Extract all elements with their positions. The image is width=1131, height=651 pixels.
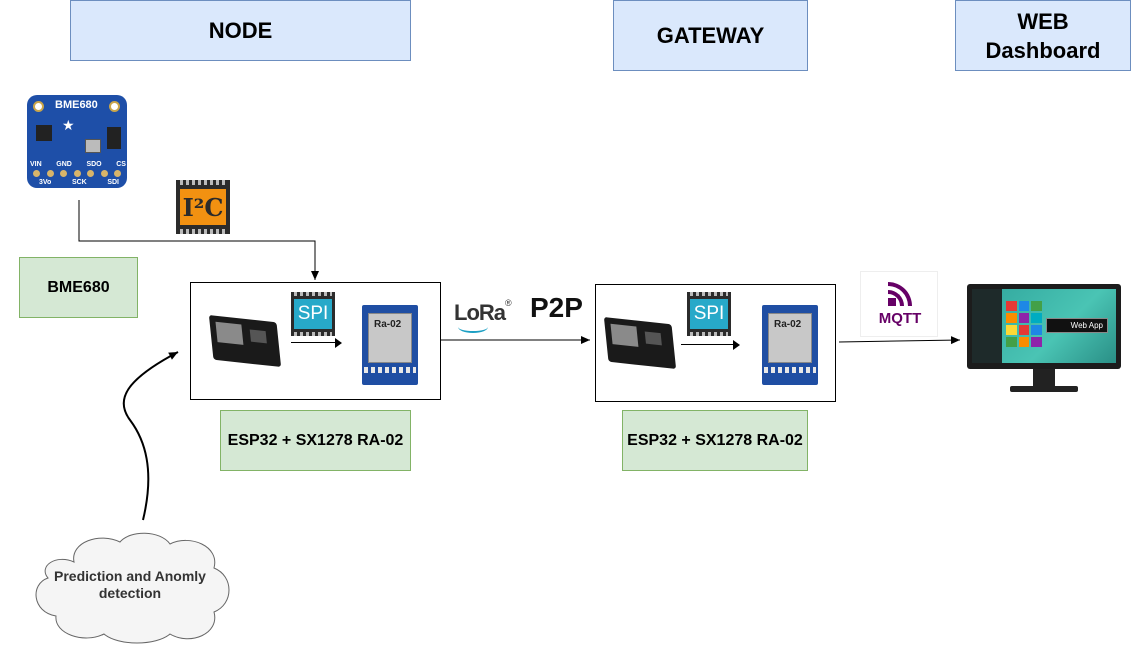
spi-arrowhead — [733, 340, 740, 350]
spi-label: SPI — [693, 303, 725, 324]
spi-label: SPI — [297, 303, 329, 324]
pin-3vo: 3Vo — [39, 179, 52, 186]
prediction-cloud-text: Prediction and Anomly detection — [30, 568, 230, 602]
cloud-text-line1: Prediction and Anomly — [54, 568, 206, 584]
prediction-cloud — [35, 532, 230, 644]
node-module-box: SPI Ra-02 — [190, 282, 441, 400]
i2c-label: I²C — [182, 192, 224, 222]
sensor-chip — [85, 139, 101, 153]
spi-arrow — [681, 344, 733, 345]
esp32-board-icon — [603, 316, 677, 370]
pin-gnd: GND — [56, 161, 72, 168]
lora-waves-icon — [458, 321, 488, 333]
bme680-sensor-board: BME680 ★ VIN GND SDO CS 3Vo SCK SDI — [27, 95, 127, 188]
mqtt-connector — [838, 336, 961, 345]
gateway-header-text: GATEWAY — [656, 22, 765, 48]
web-header-line1: WEB — [1017, 8, 1069, 34]
dashboard-sidebar — [972, 289, 1002, 363]
monitor-stand-base — [1010, 386, 1078, 392]
i2c-pins-top — [180, 180, 226, 185]
pin-cs: CS — [116, 161, 126, 168]
sensor-pin-row — [33, 170, 121, 177]
i2c-label-bg: I²C — [180, 189, 226, 225]
dashboard-monitor: Web App — [967, 284, 1121, 369]
bme680-label: BME680 — [19, 257, 138, 318]
ra02-chip-text: Ra-02 — [374, 319, 402, 330]
registered-icon: ® — [505, 298, 512, 308]
ra02-chip-text: Ra-02 — [774, 319, 802, 330]
spi-icon: SPI — [291, 292, 335, 336]
node-header: NODE — [70, 0, 411, 61]
sensor-ic — [107, 127, 121, 149]
mount-hole-tl — [33, 101, 44, 112]
esp32-board-icon — [208, 314, 282, 368]
pin-sdi: SDI — [107, 179, 119, 186]
web-header-line2: Dashboard — [985, 37, 1101, 63]
mqtt-signal-icon — [888, 282, 914, 308]
monitor-stand-neck — [1033, 369, 1055, 387]
web-app-badge-text: Web App — [1070, 321, 1103, 330]
spi-arrow — [291, 342, 337, 343]
star-icon: ★ — [62, 117, 75, 133]
node-module-label: ESP32 + SX1278 RA-02 — [220, 410, 411, 471]
spi-icon: SPI — [687, 292, 731, 336]
ra02-module-icon: Ra-02 — [762, 305, 818, 385]
gateway-module-label-text: ESP32 + SX1278 RA-02 — [627, 431, 803, 449]
sensor-ic-2 — [36, 125, 52, 141]
sensor-pin-labels-top: VIN GND SDO CS — [30, 161, 126, 168]
cloud-text-line2: detection — [98, 585, 162, 601]
mqtt-label: MQTT — [878, 310, 922, 327]
gateway-module-label: ESP32 + SX1278 RA-02 — [622, 410, 808, 471]
pin-sck: SCK — [71, 179, 87, 186]
ra02-module-icon: Ra-02 — [362, 305, 418, 385]
prediction-connector — [122, 351, 179, 521]
mount-hole-tr — [109, 101, 120, 112]
node-header-text: NODE — [208, 17, 273, 43]
sensor-pin-labels-bottom: 3Vo SCK SDI — [39, 179, 119, 186]
mqtt-logo: MQTT — [860, 271, 938, 337]
i2c-pins-bottom — [180, 229, 226, 234]
p2p-label: P2P — [530, 292, 583, 323]
spi-arrowhead — [335, 338, 342, 348]
gateway-module-box: SPI Ra-02 — [595, 284, 836, 402]
i2c-connector — [78, 200, 319, 280]
pin-sdo: SDO — [86, 161, 102, 168]
node-module-label-text: ESP32 + SX1278 RA-02 — [227, 431, 404, 449]
gateway-header: GATEWAY — [613, 0, 808, 71]
web-dashboard-header: WEB Dashboard — [955, 0, 1131, 71]
pin-vin: VIN — [30, 161, 42, 168]
i2c-icon: I²C — [176, 180, 230, 234]
dashboard-tiles — [1006, 301, 1042, 347]
dashboard-screen: Web App — [972, 289, 1116, 363]
sensor-board-title: BME680 — [55, 99, 98, 111]
web-app-badge: Web App — [1046, 318, 1108, 333]
bme680-label-text: BME680 — [47, 278, 110, 296]
